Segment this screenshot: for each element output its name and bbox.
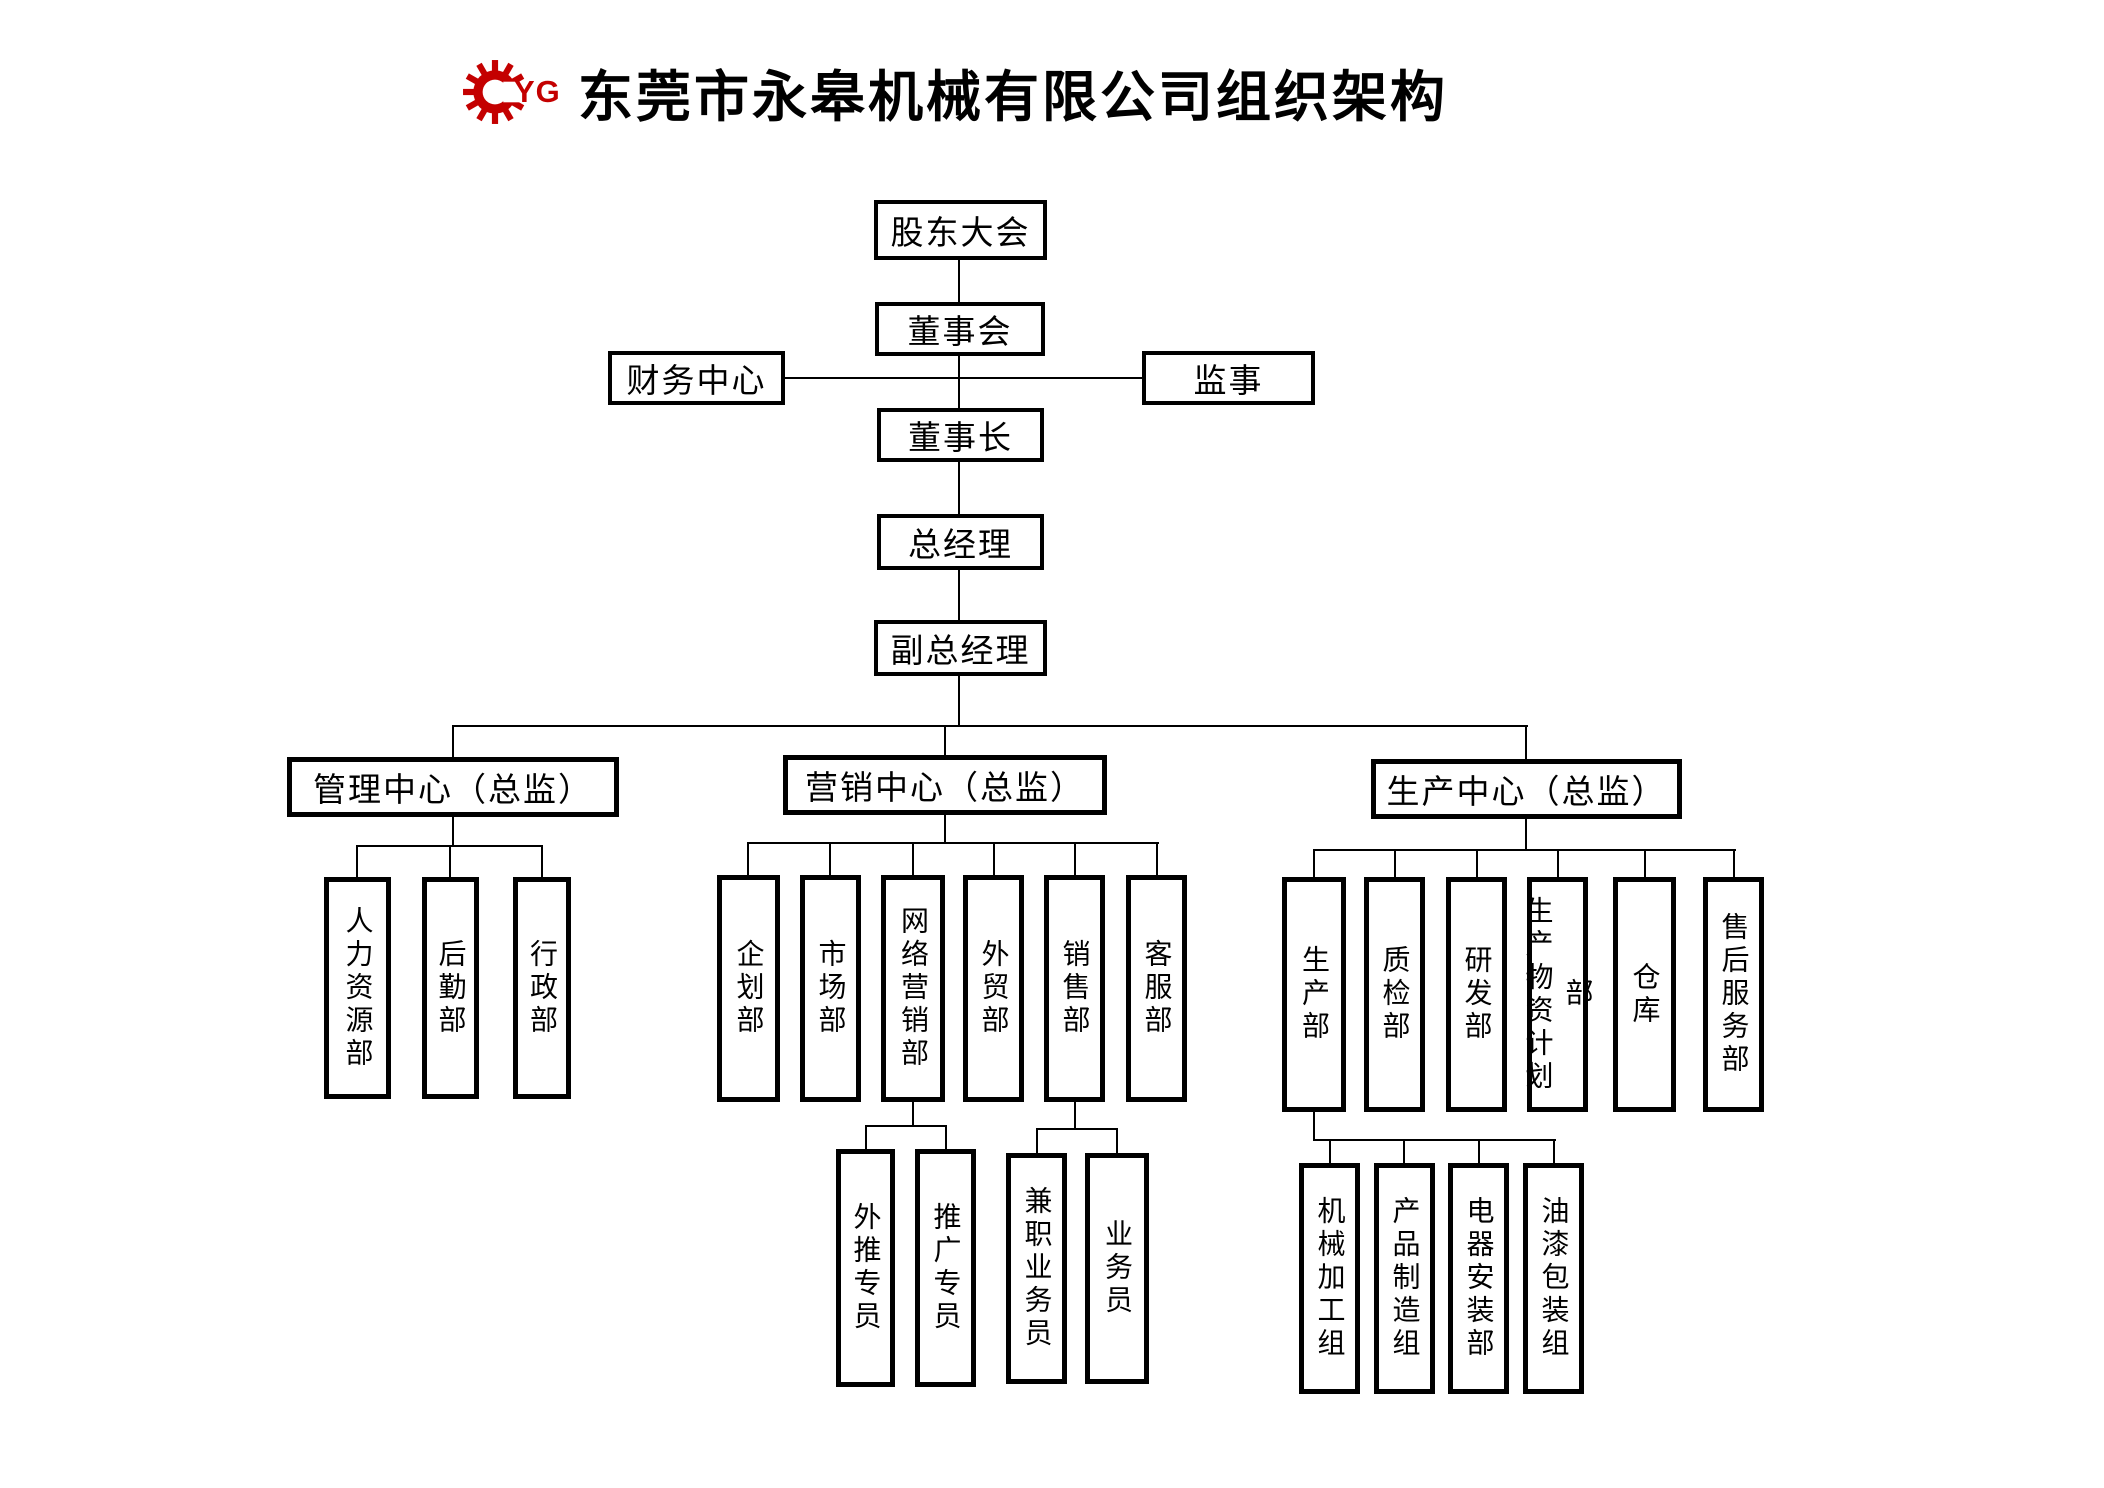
node-hr: 人力资源部 [324,877,391,1099]
connector-line [747,842,1159,844]
connector-line [1525,819,1527,850]
connector-line [747,842,749,875]
connector-line [1403,1139,1405,1163]
node-board: 董事会 [875,302,1045,356]
node-electrical-install: 电器安装部 [1448,1163,1509,1394]
page-title: 东莞市永皋机械有限公司组织架构 [578,66,1449,128]
connector-line [1394,849,1396,877]
node-marketing-center: 营销中心（总监） [783,755,1107,815]
node-logistics: 后勤部 [422,877,479,1099]
node-product-mfg-group: 产品制造组 [1374,1163,1435,1394]
connector-line [1116,1128,1118,1153]
node-rd: 研发部 [1446,877,1507,1112]
connector-line [1036,1128,1118,1130]
node-chairman: 董事长 [877,408,1044,462]
connector-line [944,815,946,843]
connector-line [356,845,358,877]
node-qc: 质检部 [1364,877,1425,1112]
node-promotion-specialist: 推广专员 [915,1149,976,1387]
company-logo: YG [462,57,566,127]
node-machining-group: 机械加工组 [1299,1163,1360,1394]
connector-line [993,842,995,875]
connector-line [541,845,543,877]
connector-line [829,842,831,875]
gear-icon [463,60,528,124]
node-foreign-trade: 外贸部 [963,875,1024,1102]
connector-line [1156,842,1158,875]
connector-line [1313,849,1315,877]
connector-line [1329,1139,1331,1163]
connector-line [958,570,960,620]
node-supervisor: 监事 [1142,351,1315,405]
connector-line [1478,1139,1480,1163]
node-gm: 总经理 [877,514,1044,570]
node-production: 生产部 [1282,877,1346,1112]
node-sales: 销售部 [1044,875,1105,1102]
node-warehouse: 仓库 [1613,877,1676,1112]
header: YG 东莞市永皋机械有限公司组织架构 [462,52,1448,132]
node-salesman: 业务员 [1085,1153,1149,1384]
connector-line [1733,849,1735,877]
node-network-marketing: 网络营销部 [881,875,945,1102]
node-outreach-specialist: 外推专员 [836,1149,895,1387]
node-paint-packing-group: 油漆包装组 [1523,1163,1584,1394]
connector-line [958,356,960,408]
node-materials-planning: 生产物资计划部 [1523,877,1594,1112]
connector-line [865,1125,947,1127]
connector-line [452,817,454,846]
connector-line [958,462,960,514]
connector-line [958,260,960,302]
connector-line [1074,1102,1076,1129]
connector-line [865,1125,867,1149]
connector-line [1313,1112,1315,1140]
node-parttime-salesman: 兼职业务员 [1006,1153,1067,1384]
node-shareholders: 股东大会 [874,200,1047,260]
connector-line [785,377,1142,379]
connector-line [1476,849,1478,877]
connector-line [1313,1139,1556,1141]
node-deputy-gm: 副总经理 [874,620,1047,676]
logo-text: YG [514,74,561,109]
node-mgmt-center: 管理中心（总监） [287,757,619,817]
node-production-center: 生产中心（总监） [1371,759,1682,819]
connector-line [912,1102,914,1126]
connector-line [944,725,946,755]
connector-line [945,1125,947,1149]
connector-line [1557,849,1559,877]
connector-line [1074,842,1076,875]
connector-line [1525,725,1527,759]
connector-line [1036,1128,1038,1153]
node-customer-service: 客服部 [1126,875,1187,1102]
connector-line [452,725,454,757]
connector-line [958,676,960,727]
connector-line [912,842,914,875]
node-admin: 行政部 [513,877,571,1099]
connector-line [1313,849,1736,851]
node-after-sales: 售后服务部 [1703,877,1764,1112]
node-planning: 企划部 [717,875,780,1102]
node-finance: 财务中心 [608,351,785,405]
connector-line [452,725,1528,727]
node-market: 市场部 [800,875,861,1102]
connector-line [1644,849,1646,877]
connector-line [449,845,451,877]
connector-line [1553,1139,1555,1163]
